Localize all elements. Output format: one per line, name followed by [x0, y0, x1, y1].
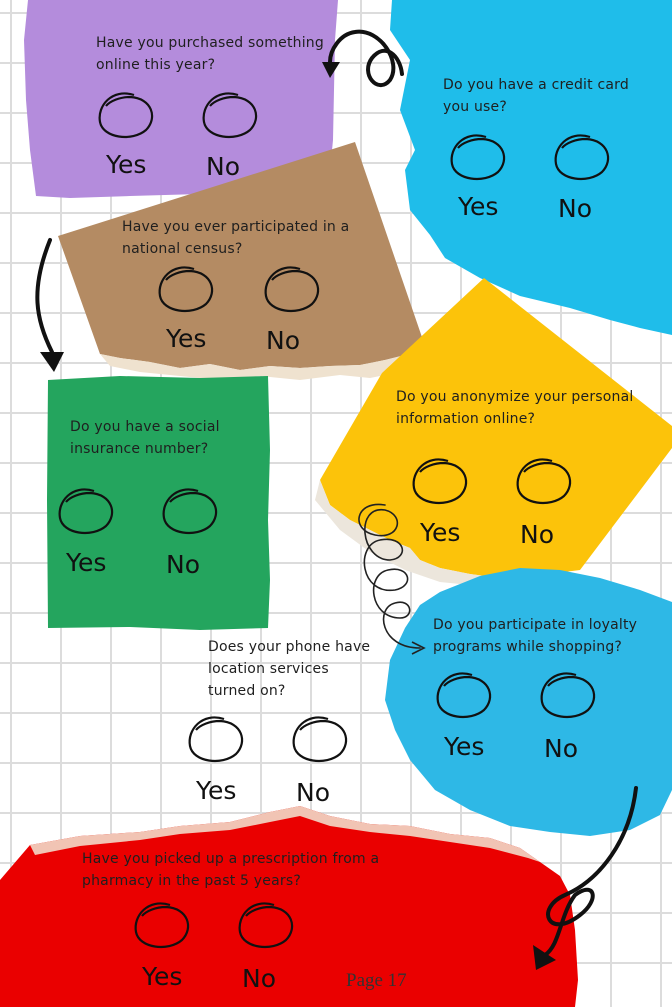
yes-label-q6: Yes [444, 732, 485, 761]
yes-label-q3: Yes [166, 324, 207, 353]
no-label-q6: No [544, 734, 578, 763]
no-circle-q5[interactable] [512, 454, 576, 510]
yes-label-q5: Yes [420, 518, 461, 547]
yes-circle-q3[interactable] [154, 262, 218, 318]
yes-circle-q7[interactable] [184, 712, 248, 768]
no-circle-q2[interactable] [550, 130, 614, 186]
question-online-purchase: Have you purchased something online this… [96, 35, 324, 73]
question-credit-card: Do you have a credit card you use? [443, 77, 629, 115]
yes-circle-q4[interactable] [54, 484, 118, 540]
yes-label-q2: Yes [458, 192, 499, 221]
yes-circle-q8[interactable] [130, 898, 194, 954]
question-social-insurance: Do you have a social insurance number? [70, 419, 220, 457]
question-location-services: Does your phone have location services t… [208, 639, 371, 699]
question-census: Have you ever participated in a national… [122, 219, 350, 257]
no-circle-q4[interactable] [158, 484, 222, 540]
yes-circle-q5[interactable] [408, 454, 472, 510]
no-circle-q6[interactable] [536, 668, 600, 724]
no-label-q1: No [206, 152, 240, 181]
no-circle-q8[interactable] [234, 898, 298, 954]
yes-circle-q1[interactable] [94, 88, 158, 144]
yes-label-q8: Yes [142, 962, 183, 991]
no-label-q3: No [266, 326, 300, 355]
question-loyalty: Do you participate in loyalty programs w… [433, 617, 638, 655]
no-label-q5: No [520, 520, 554, 549]
yes-label-q7: Yes [196, 776, 237, 805]
yes-label-q4: Yes [66, 548, 107, 577]
no-circle-q1[interactable] [198, 88, 262, 144]
yes-circle-q6[interactable] [432, 668, 496, 724]
question-anonymize: Do you anonymize your personal informati… [396, 389, 634, 427]
no-label-q8: No [242, 964, 276, 993]
question-prescription: Have you picked up a prescription from a… [82, 851, 380, 889]
no-label-q2: No [558, 194, 592, 223]
no-label-q7: No [296, 778, 330, 807]
no-label-q4: No [166, 550, 200, 579]
yes-label-q1: Yes [106, 150, 147, 179]
page-number: Page 17 [346, 970, 407, 991]
no-circle-q7[interactable] [288, 712, 352, 768]
yes-circle-q2[interactable] [446, 130, 510, 186]
no-circle-q3[interactable] [260, 262, 324, 318]
